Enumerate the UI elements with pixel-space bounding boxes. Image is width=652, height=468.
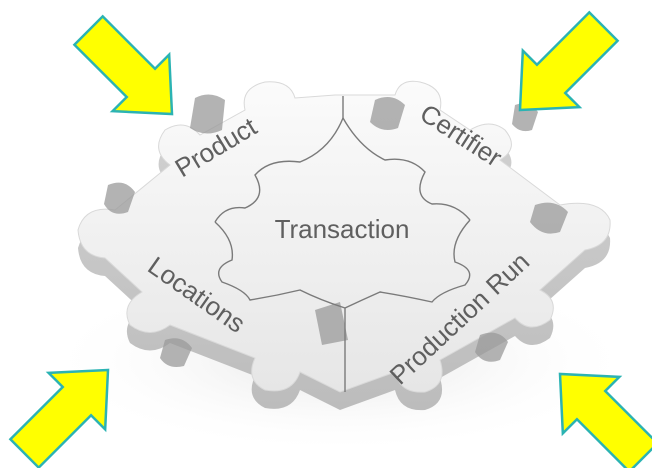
center-piece-label: Transaction: [275, 214, 410, 244]
bottom-right-arrow-icon: [558, 372, 652, 468]
top-left-arrow-icon: [72, 14, 174, 116]
puzzle-base-top: [77, 80, 611, 393]
bottom-left-arrow-icon: [8, 368, 110, 468]
top-right-arrow-icon: [518, 10, 620, 112]
puzzle-seams: [214, 96, 471, 392]
